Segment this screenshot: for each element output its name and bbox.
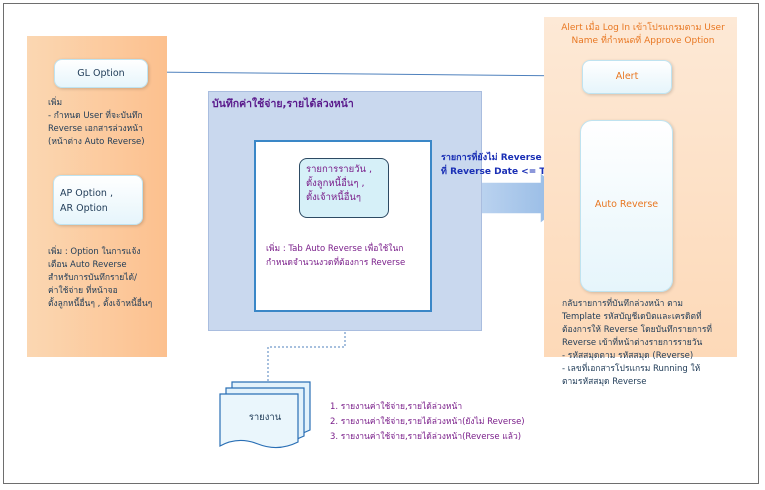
report-item: 3. รายงานค่าใช้จ่าย,รายได้ล่วงหน้า(Rever… <box>330 432 522 442</box>
gl-option-box: GL Option <box>54 59 148 88</box>
ap-ar-option-note: เพิ่ม : Option ในการแจ้ง เตือน Auto Reve… <box>48 247 153 309</box>
report-list: 1. รายงานค่าใช้จ่าย,รายได้ล่วงหน้า 2. รา… <box>330 400 560 445</box>
report-label: รายงาน <box>248 412 282 423</box>
auto-reverse-tab-note: เพิ่ม : Tab Auto Reverse เพื่อใช้ในก กำห… <box>266 244 406 268</box>
auto-reverse-label: Auto Reverse <box>594 199 659 210</box>
report-document-icon <box>219 381 311 449</box>
report-item: 2. รายงานค่าใช้จ่าย,รายได้ล่วงหน้า(ยังไม… <box>330 417 525 427</box>
gl-option-label: GL Option <box>77 68 125 79</box>
ap-ar-option-box: AP Option , AR Option <box>53 175 143 225</box>
alert-login-note: Alert เมื่อ Log In เข้าโปรแกรมตาม User N… <box>561 23 725 46</box>
advance-entry-title: บันทึกค่าใช้จ่าย,รายได้ล่วงหน้า <box>212 98 354 110</box>
ap-ar-option-label: AP Option , AR Option <box>60 188 113 214</box>
gl-to-alert-line <box>145 71 583 77</box>
alert-label: Alert <box>615 71 639 82</box>
gl-option-note: เพิ่ม - กำหนด User ที่จะบันทึก Reverse เ… <box>48 98 145 147</box>
diagram-frame <box>3 3 759 484</box>
journal-entry-box: รายการรายวัน , ตั้งลูกหนี้อื่นๆ , ตั้งเจ… <box>299 158 389 218</box>
auto-reverse-box: Auto Reverse <box>580 120 673 292</box>
report-item: 1. รายงานค่าใช้จ่าย,รายได้ล่วงหน้า <box>330 402 463 412</box>
alert-box: Alert <box>582 60 672 94</box>
auto-reverse-note: กลับรายการที่บันทึกล่วงหน้า ตาม Template… <box>562 299 713 387</box>
